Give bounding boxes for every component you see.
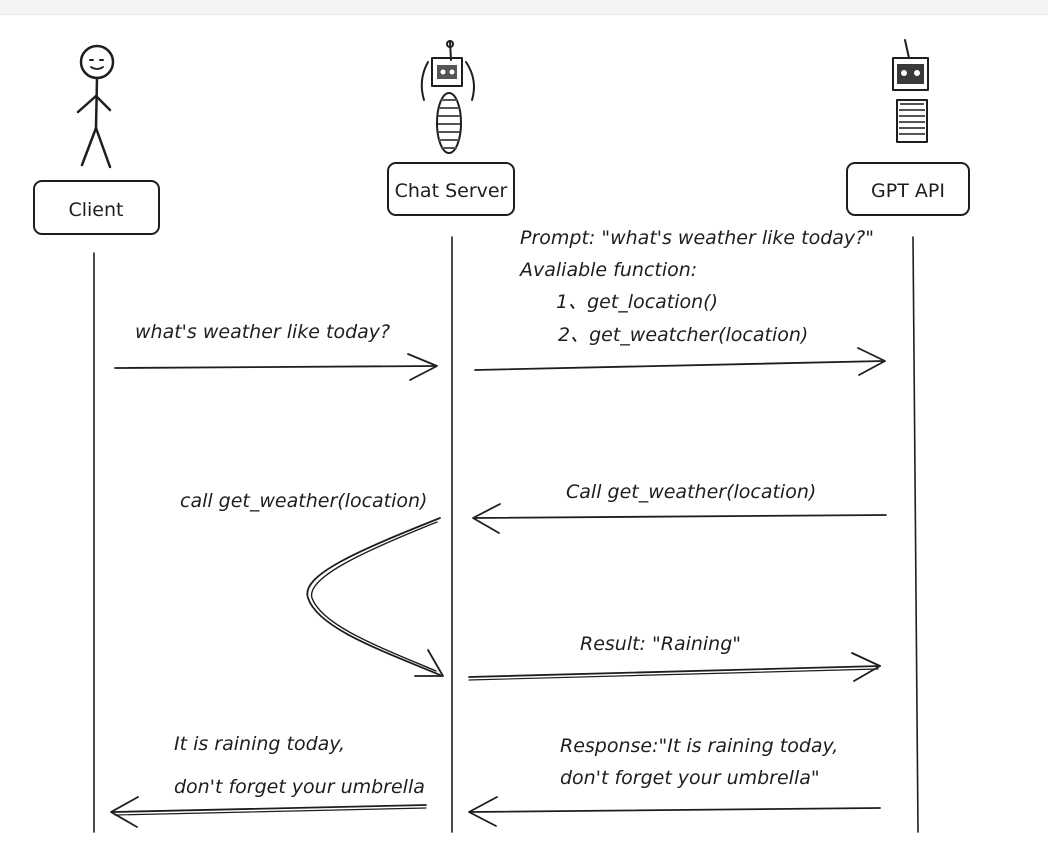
client-box: Client [33, 180, 160, 235]
chat-server-box: Chat Server [387, 162, 515, 216]
chat-server-label: Chat Server [395, 180, 508, 202]
svg-text:Avaliable function:: Avaliable function: [518, 259, 697, 281]
svg-text:1、get_location(): 1、get_location() [556, 291, 718, 313]
message-6-label: Response:"It is raining today, don't for… [560, 735, 838, 789]
gpt-api-lifeline [912, 236, 919, 833]
client-label: Client [68, 199, 123, 221]
gpt-api-box: GPT API [846, 162, 970, 216]
message-4-label: call get_weather(location) [180, 490, 427, 512]
message-1-arrow [114, 353, 438, 381]
message-3-label: Call get_weather(location) [566, 481, 816, 503]
message-5-arrow [468, 652, 881, 682]
svg-text:don't forget your umbrella: don't forget your umbrella [174, 776, 425, 798]
message-6-arrow [468, 796, 881, 827]
svg-text:Prompt: "what's weather like t: Prompt: "what's weather like today?" [520, 227, 874, 249]
gpt-api-label: GPT API [871, 180, 945, 202]
client-actor-icon [76, 44, 115, 169]
svg-text:It is raining today,: It is raining today, [174, 733, 345, 755]
message-7-arrow [110, 796, 427, 828]
svg-text:2、get_weatcher(location): 2、get_weatcher(location) [558, 324, 808, 346]
message-3-arrow [472, 503, 887, 534]
message-2-label: Prompt: "what's weather like today?" Ava… [518, 227, 874, 346]
chat-server-robot-icon [420, 40, 475, 154]
message-4-self-arrow [306, 517, 444, 677]
message-1-label: what's weather like today? [135, 321, 390, 343]
top-bar [0, 0, 1048, 15]
svg-text:Response:"It is raining today,: Response:"It is raining today, [560, 735, 838, 757]
svg-text:don't forget your umbrella": don't forget your umbrella" [560, 767, 820, 789]
message-5-label: Result: "Raining" [580, 633, 741, 655]
gpt-api-robot-icon [892, 39, 929, 143]
message-2-arrow [474, 347, 886, 376]
message-7-label: It is raining today, don't forget your u… [174, 733, 425, 798]
